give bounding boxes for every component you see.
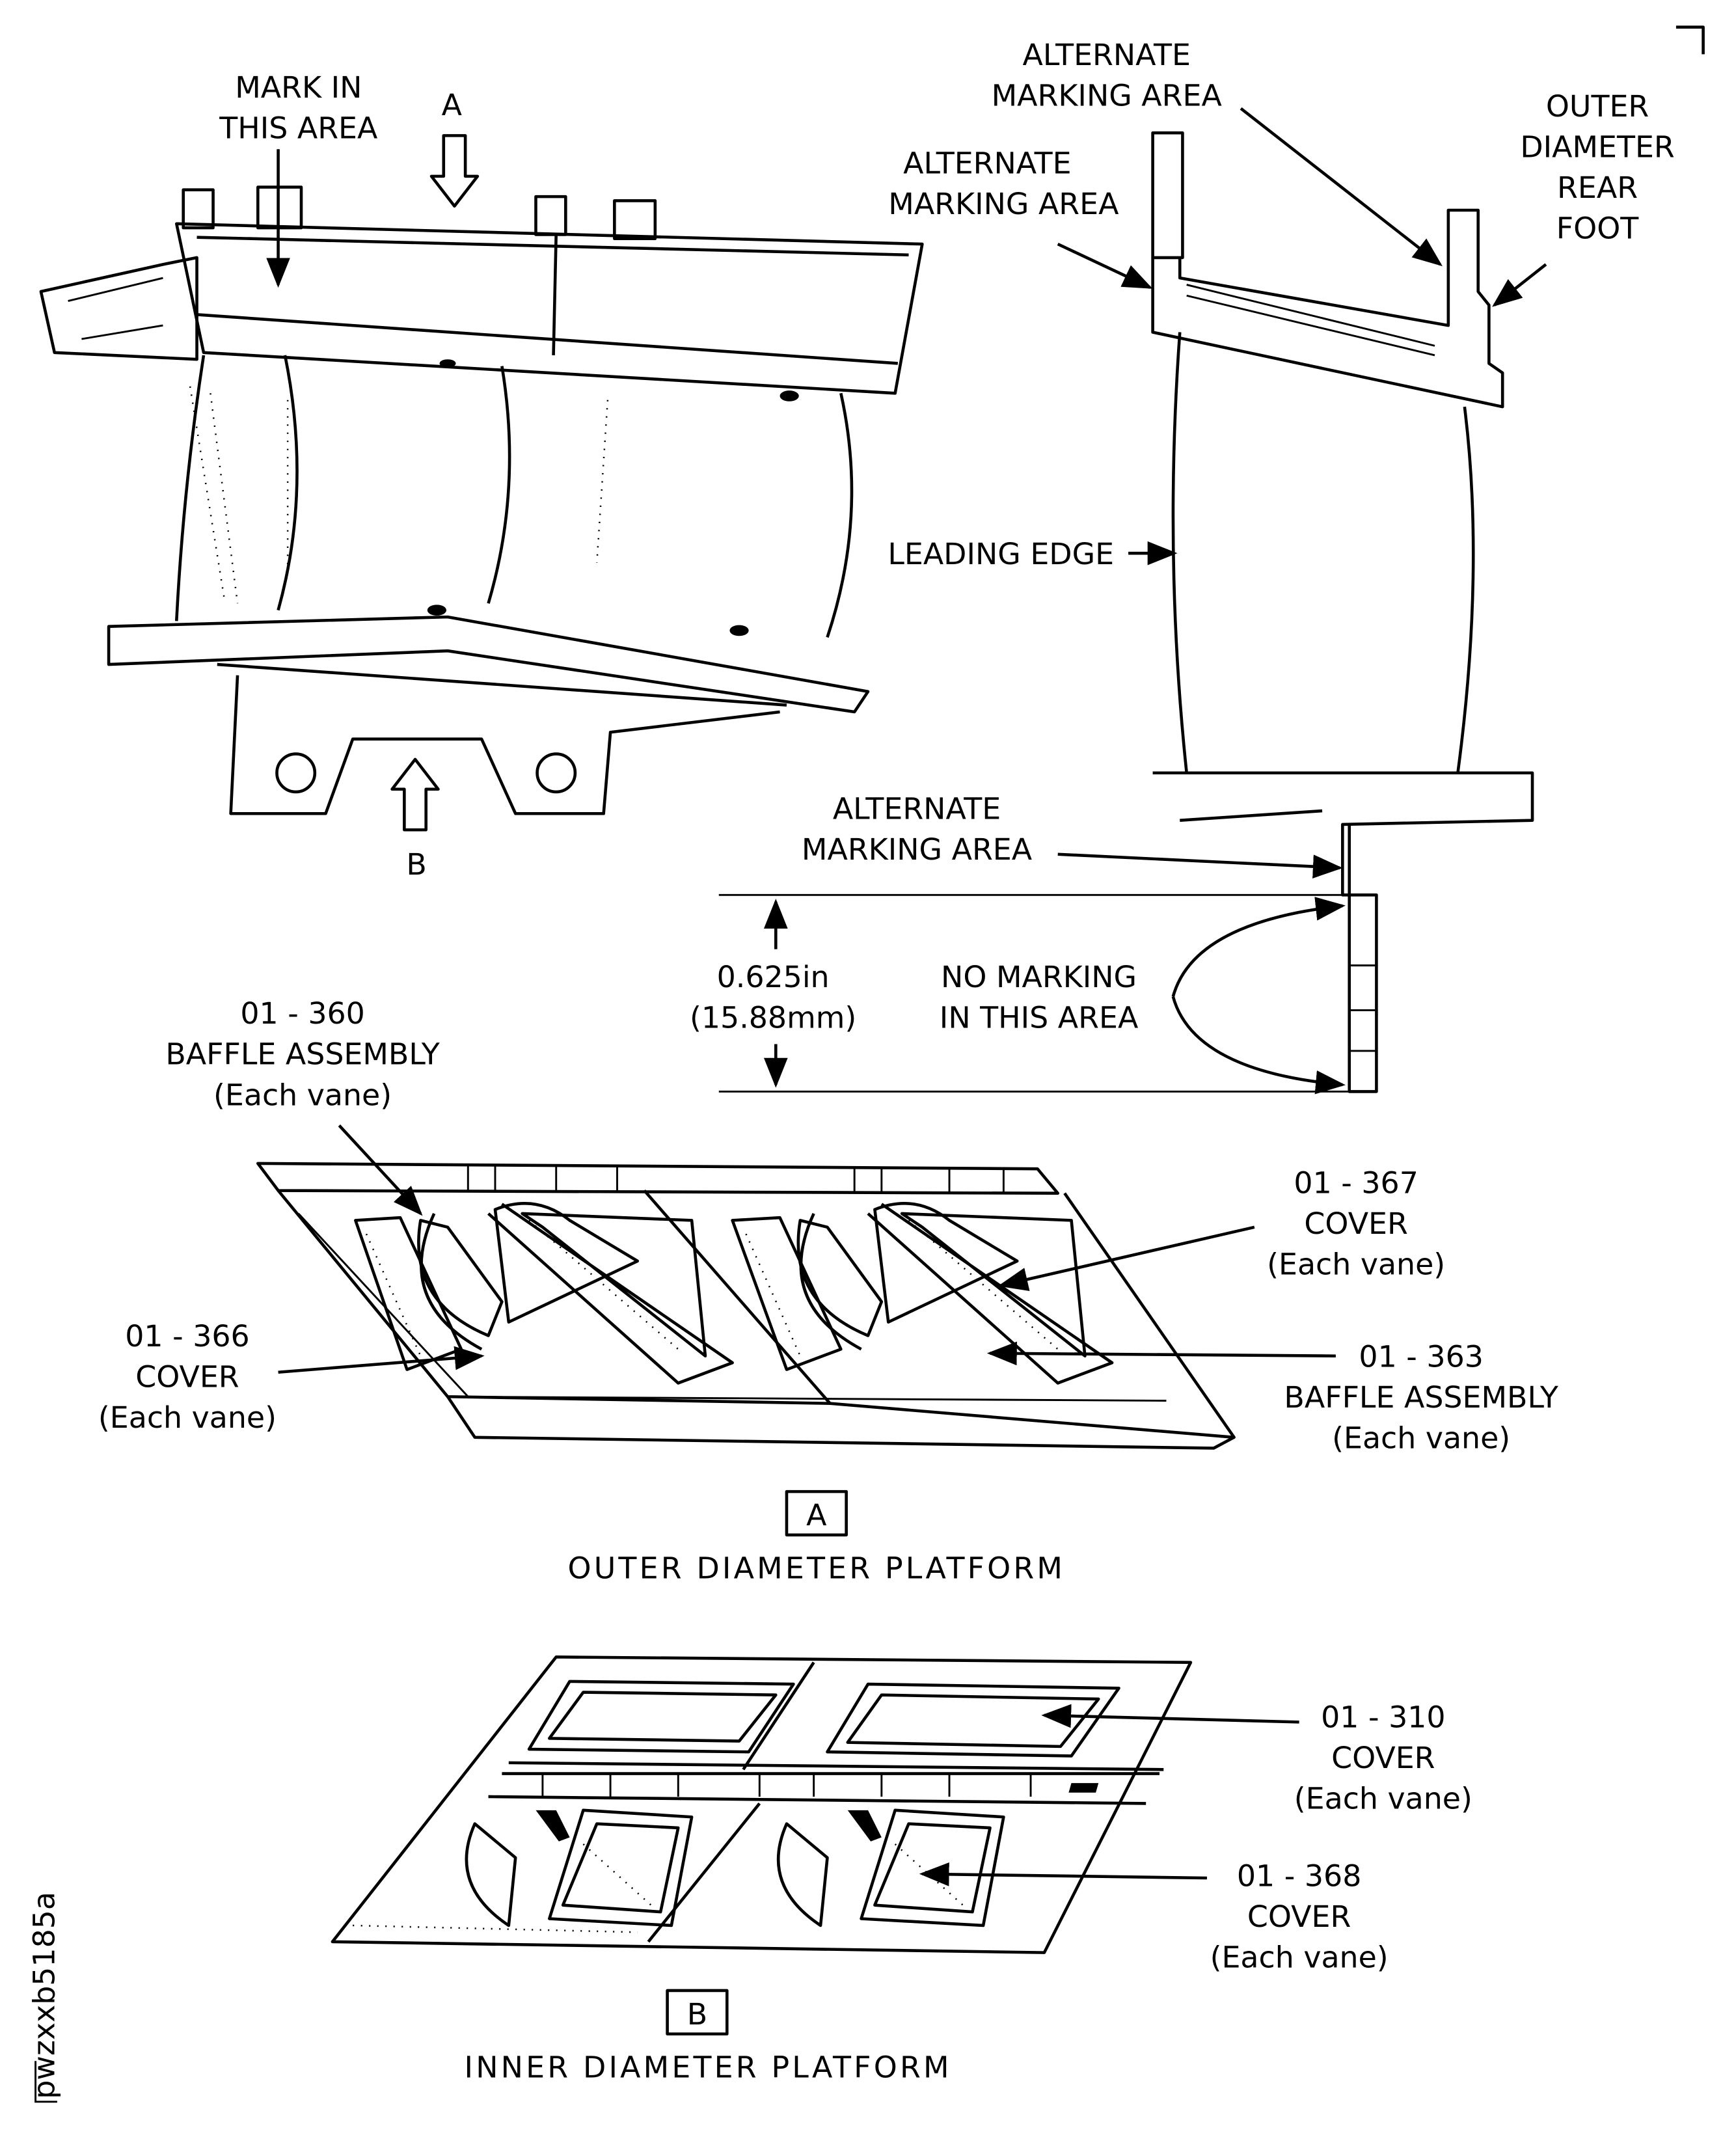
inner-platform-section-drawing <box>331 1655 1299 2035</box>
arrow-b-label: B <box>406 847 426 882</box>
arrow-a-icon <box>429 134 480 208</box>
figure-id-bracket <box>34 2061 57 2103</box>
dimension-label: 0.625in(15.88mm) <box>690 959 856 1035</box>
figure-id: pwzxxb5185a <box>27 1892 62 2099</box>
section-a-letter: A <box>806 1497 826 1532</box>
outer-platform-section-drawing <box>256 1124 1336 1537</box>
corner-mark <box>1675 25 1705 55</box>
arrow-b-icon <box>390 757 440 832</box>
section-b-title: INNER DIAMETER PLATFORM <box>465 2049 952 2084</box>
section-a-title: OUTER DIAMETER PLATFORM <box>567 1550 1065 1585</box>
section-b-box <box>666 1989 729 2035</box>
vane-side-view <box>718 107 1547 1095</box>
section-b-letter: B <box>687 1996 707 2032</box>
arrow-a-label: A <box>442 87 462 122</box>
vane-pair-drawing <box>39 134 924 832</box>
section-a-box <box>785 1490 848 1537</box>
leading-edge-label: LEADING EDGE <box>888 536 1114 571</box>
